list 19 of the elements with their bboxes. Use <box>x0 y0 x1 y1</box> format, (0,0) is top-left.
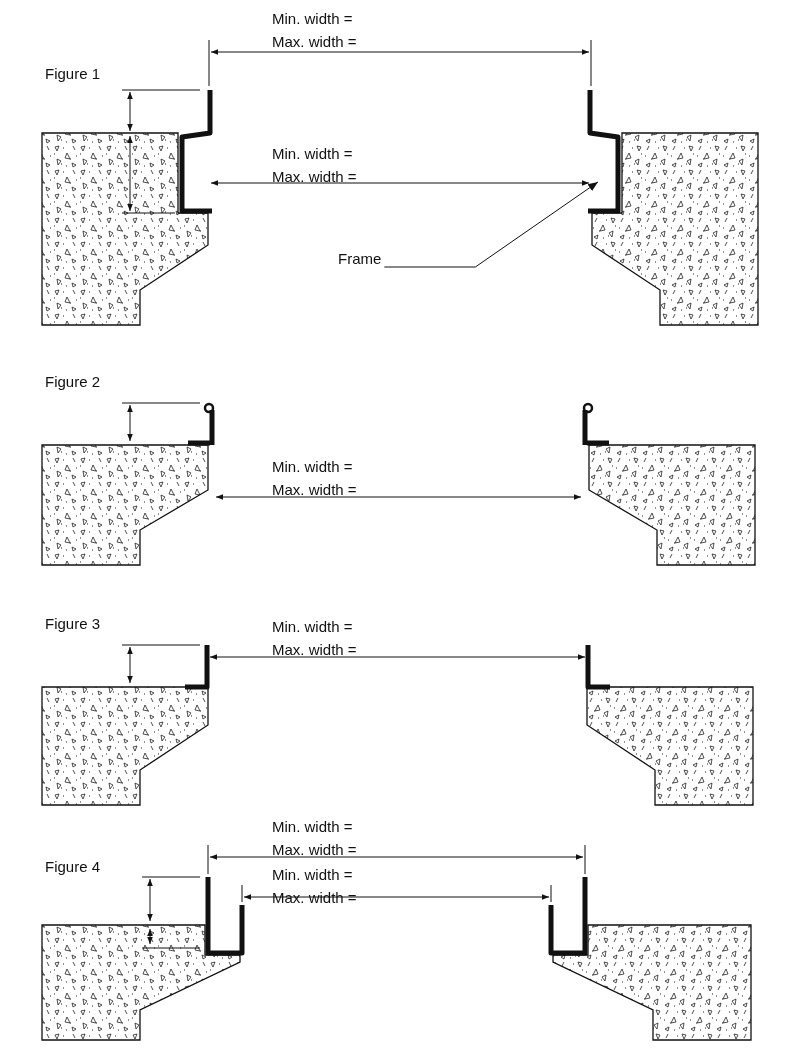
dimension-text: Min. width = <box>272 818 353 836</box>
frame-profile <box>587 90 621 214</box>
dimension-text: Min. width = <box>272 458 353 476</box>
dimension-text: Max. width = <box>272 841 357 859</box>
dimension-text: Max. width = <box>272 168 357 186</box>
figure-label: Figure 1 <box>45 65 101 83</box>
dimension-text: Min. width = <box>272 866 353 884</box>
figure-label: Figure 2 <box>45 373 101 391</box>
dimension-text: Max. width = <box>272 641 357 659</box>
dimension-text: Max. width = <box>272 481 357 499</box>
dimension-text: Min. width = <box>272 10 353 28</box>
dimension-text: Min. width = <box>272 618 353 636</box>
figure-label: Figure 3 <box>45 615 101 633</box>
figure-label: Figure 4 <box>45 858 101 876</box>
dimension-text: Max. width = <box>272 889 357 907</box>
dimension-text: Max. width = <box>272 33 357 51</box>
dimension-text: Min. width = <box>272 145 353 163</box>
leader-line <box>383 181 599 268</box>
callout-label: Frame <box>338 250 382 268</box>
